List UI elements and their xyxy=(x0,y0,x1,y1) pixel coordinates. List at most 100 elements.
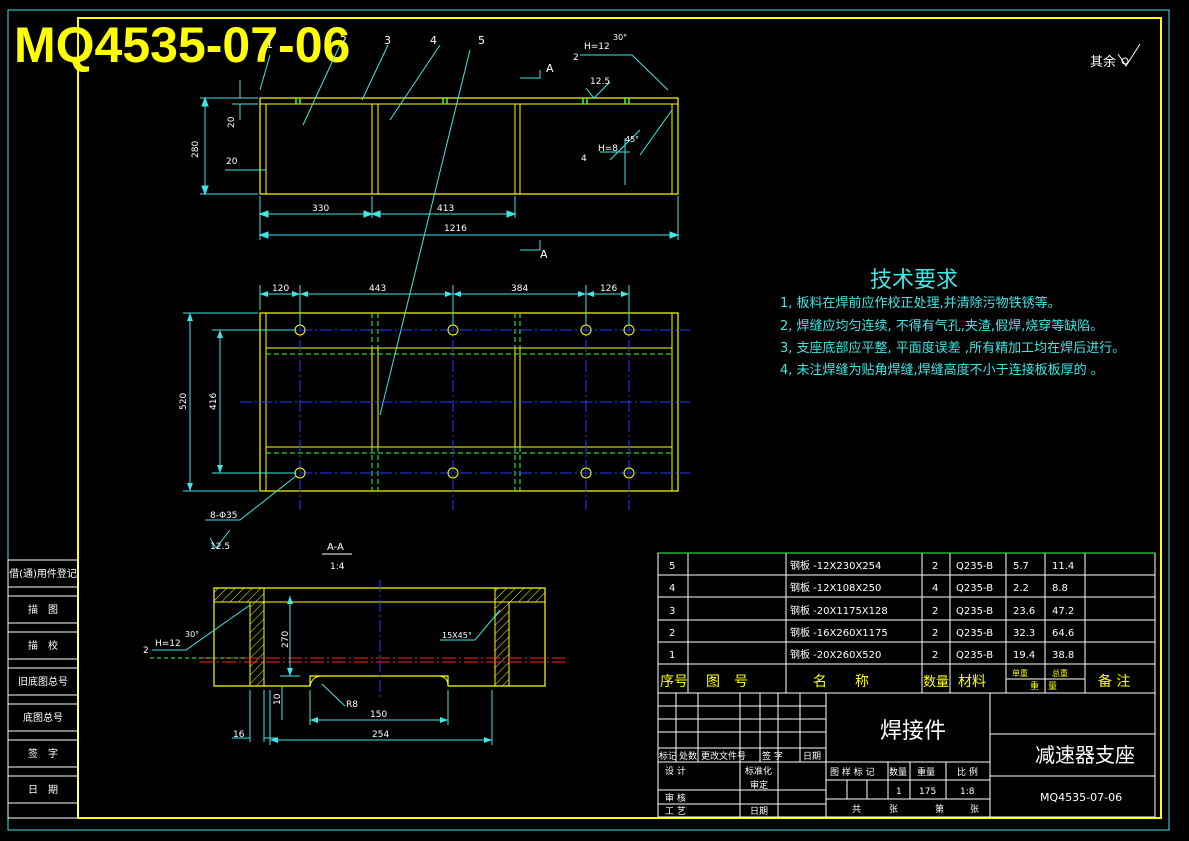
inner-border xyxy=(77,17,1162,819)
sheets-total-unit: 张 xyxy=(889,804,898,815)
section-scale: 1:4 xyxy=(330,562,345,572)
bom-row-unit-weight: 2.2 xyxy=(1013,583,1029,594)
dim-443: 443 xyxy=(369,284,386,294)
date-label: 日期 xyxy=(750,806,768,817)
balloon-1: 1 xyxy=(266,38,273,51)
assembly-name: 减速器支座 xyxy=(1035,743,1135,767)
bom-row-material: Q235-B xyxy=(956,650,993,661)
side-panel xyxy=(7,559,79,819)
scale-label: 比 例 xyxy=(957,766,978,778)
dim-16: 16 xyxy=(233,730,245,740)
dim-520: 520 xyxy=(179,393,189,410)
side-panel-label-5: 签 字 xyxy=(28,747,58,760)
bom-row-total-weight: 11.4 xyxy=(1052,561,1074,572)
weight-label: 重量 xyxy=(917,766,935,778)
design-label: 设 计 xyxy=(665,765,686,777)
dim-150: 150 xyxy=(370,710,387,720)
bom-row-total-weight: 64.6 xyxy=(1052,628,1074,639)
dim-r8: R8 xyxy=(346,700,358,710)
bom-header-name: 名 称 xyxy=(813,674,869,690)
rev-label-file: 更改文件号 xyxy=(701,750,746,762)
bom-header-no: 序号 xyxy=(660,674,688,690)
bom-row-total-weight: 38.8 xyxy=(1052,650,1074,661)
dim-120: 120 xyxy=(272,284,289,294)
review-label: 审 核 xyxy=(665,792,686,804)
dim-10: 10 xyxy=(273,693,283,705)
weight-value: 175 xyxy=(919,787,936,797)
section-marker-bottom: A xyxy=(540,248,548,261)
bom-header-weight: 重 量 xyxy=(1030,680,1057,692)
bom-header-total: 总重 xyxy=(1052,668,1068,678)
weld-top-number: 2 xyxy=(573,53,579,63)
bom-header-qty: 数量 xyxy=(923,675,949,690)
stage-mark-label: 图 样 标 记 xyxy=(830,766,875,778)
weld-section-h: H=12 xyxy=(155,639,181,649)
weld-right-number: 4 xyxy=(581,154,587,164)
side-panel-label-3: 旧底图总号 xyxy=(18,675,68,688)
dim-384: 384 xyxy=(511,284,528,294)
bom-row-name: 钢板 -12X230X254 xyxy=(790,559,881,572)
bom-row-unit-weight: 23.6 xyxy=(1013,606,1035,617)
title-block-grid xyxy=(657,692,1156,818)
plan-view xyxy=(183,285,690,549)
side-panel-label-0: 借(通)用件登记 xyxy=(9,567,77,580)
bom-row-unit-weight: 19.4 xyxy=(1013,650,1035,661)
weld-top-h: H=12 xyxy=(584,42,610,52)
weld-right-h: H=8 xyxy=(598,144,618,154)
sheet-unit: 张 xyxy=(970,804,979,815)
tech-item-1: 1, 板料在焊前应作校正处理,并清除污物铁锈等。 xyxy=(780,295,1061,311)
side-panel-label-1: 描 图 xyxy=(28,603,58,616)
dim-270: 270 xyxy=(281,631,291,648)
bom-row-unit-weight: 5.7 xyxy=(1013,561,1029,572)
dim-280: 280 xyxy=(191,141,201,158)
bom-grid xyxy=(657,552,1156,694)
side-panel-label-2: 描 校 xyxy=(28,639,58,652)
bom-row-qty: 2 xyxy=(932,606,938,617)
dim-20b: 20 xyxy=(226,157,238,167)
bom-row-unit-weight: 32.3 xyxy=(1013,628,1035,639)
weld-section-angle: 30° xyxy=(185,630,199,639)
drawing-number: MQ4535-07-06 xyxy=(1040,791,1122,804)
sheets-total-label: 共 xyxy=(852,804,861,815)
dim-413: 413 xyxy=(437,204,454,214)
dim-416: 416 xyxy=(209,393,219,410)
weld-section-number: 2 xyxy=(143,646,149,656)
dim-330: 330 xyxy=(312,204,329,214)
balloon-3: 3 xyxy=(384,34,391,47)
side-panel-label-4: 底图总号 xyxy=(23,711,63,724)
bom-header-material: 材料 xyxy=(958,674,986,690)
bom-row-no: 2 xyxy=(669,628,675,639)
bom-row-total-weight: 8.8 xyxy=(1052,583,1068,594)
rev-label-sign: 签 字 xyxy=(762,750,783,762)
hole-spec: 8-Φ35 xyxy=(210,511,238,521)
balloon-5: 5 xyxy=(478,34,485,47)
bom-row-qty: 2 xyxy=(932,628,938,639)
front-view xyxy=(200,44,680,416)
roughness-top: 12.5 xyxy=(590,77,610,87)
surface-note: 其余 xyxy=(1090,54,1116,70)
bom-row-material: Q235-B xyxy=(956,606,993,617)
drawing-title: MQ4535-07-06 xyxy=(14,17,350,73)
dim-254: 254 xyxy=(372,730,389,740)
bom-row-material: Q235-B xyxy=(956,583,993,594)
rev-label-date: 日期 xyxy=(803,751,821,762)
section-name: A-A xyxy=(327,542,344,553)
dim-20a: 20 xyxy=(227,116,237,128)
rev-label-count: 处数 xyxy=(679,750,697,762)
bom-row-no: 5 xyxy=(669,561,675,572)
weld-top-angle: 30° xyxy=(613,33,627,42)
bom-header-drawing-no: 图 号 xyxy=(706,674,748,690)
tech-item-4: 4, 未注焊缝为贴角焊缝,焊缝高度不小于连接板板厚的 。 xyxy=(780,362,1104,378)
bom-header-remark: 备 注 xyxy=(1098,673,1130,690)
bom-row-no: 4 xyxy=(669,583,675,594)
weld-right-angle: 45° xyxy=(625,135,639,144)
tech-title: 技术要求 xyxy=(870,268,958,293)
dim-126: 126 xyxy=(600,284,617,294)
balloon-4: 4 xyxy=(430,34,437,47)
qty-label: 数量 xyxy=(889,766,907,778)
part-name: 焊接件 xyxy=(880,719,946,744)
tech-item-2: 2, 焊缝应均匀连续, 不得有气孔,夹渣,假焊,烧穿等缺陷。 xyxy=(780,318,1103,334)
balloon-2: 2 xyxy=(340,34,347,47)
bom-row-qty: 2 xyxy=(932,650,938,661)
